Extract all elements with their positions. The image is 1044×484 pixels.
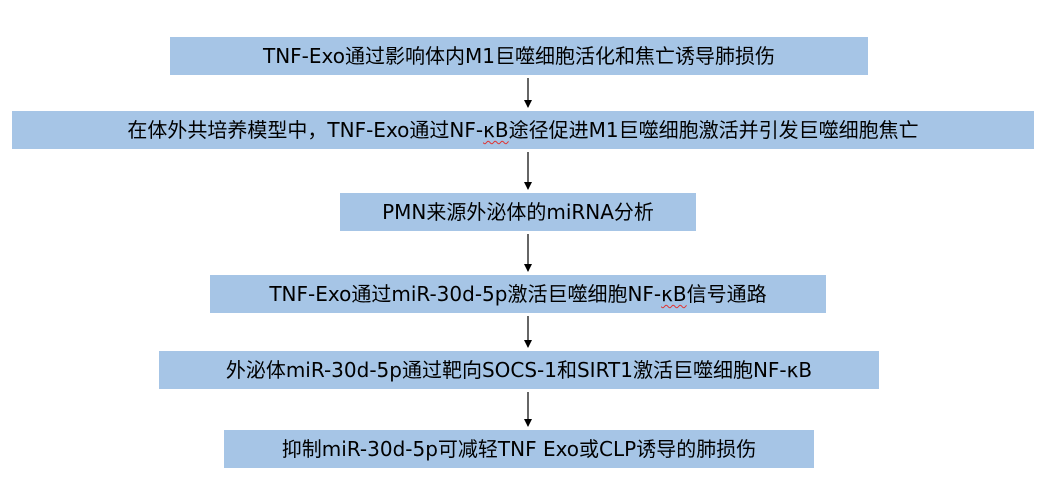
flow-step-1: TNF-Exo通过影响体内M1巨噬细胞活化和焦亡诱导肺损伤 [170,37,868,75]
spellcheck-underline: κB [483,118,509,142]
flow-step-2: 在体外共培养模型中，TNF-Exo通过NF-κB途径促进M1巨噬细胞激活并引发巨… [12,111,1034,149]
flow-step-6-text: 抑制miR-30d-5p可减轻TNF Exo或CLP诱导的肺损伤 [281,437,757,461]
flow-step-2-text: 在体外共培养模型中，TNF-Exo通过NF-κB途径促进M1巨噬细胞激活并引发巨… [127,118,919,142]
flow-step-4: TNF-Exo通过miR-30d-5p激活巨噬细胞NF-κB信号通路 [210,275,826,313]
spellcheck-underline: κB [661,282,687,306]
flow-step-3: PMN来源外泌体的miRNA分析 [340,193,696,231]
flow-step-4-text: TNF-Exo通过miR-30d-5p激活巨噬细胞NF-κB信号通路 [269,282,767,306]
flow-step-6: 抑制miR-30d-5p可减轻TNF Exo或CLP诱导的肺损伤 [224,430,814,468]
flow-step-1-text: TNF-Exo通过影响体内M1巨噬细胞活化和焦亡诱导肺损伤 [263,44,775,68]
flow-step-3-text: PMN来源外泌体的miRNA分析 [382,200,654,224]
flow-step-5: 外泌体miR-30d-5p通过靶向SOCS-1和SIRT1激活巨噬细胞NF-κB [159,351,879,389]
flow-step-5-text: 外泌体miR-30d-5p通过靶向SOCS-1和SIRT1激活巨噬细胞NF-κB [225,358,813,382]
